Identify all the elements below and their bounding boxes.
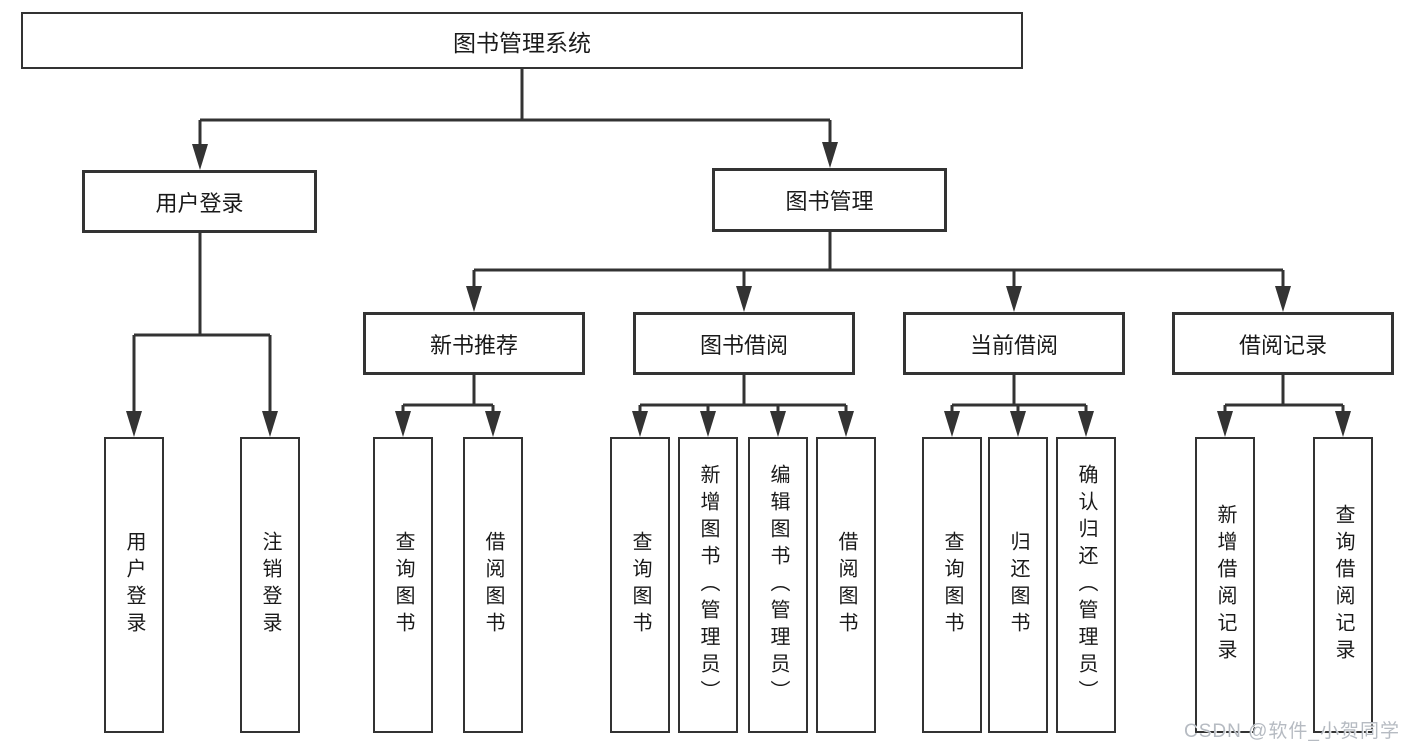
leaf-borrow-books-recommend: 借阅图书: [463, 437, 523, 733]
leaf-query-borrow-record: 查询借阅记录: [1313, 437, 1373, 733]
node-current-borrowing: 当前借阅: [903, 312, 1125, 375]
leaf-label: 借阅图书: [835, 531, 857, 639]
node-new-book-recommendation: 新书推荐: [363, 312, 585, 375]
leaf-label: 归还图书: [1007, 531, 1029, 639]
leaf-confirm-return-admin: 确认归还（管理员）: [1056, 437, 1116, 733]
leaf-user-login: 用户登录: [104, 437, 164, 733]
leaf-borrow-books: 借阅图书: [816, 437, 876, 733]
node-borrowing-records: 借阅记录: [1172, 312, 1394, 375]
leaf-query-books-borrow: 查询图书: [610, 437, 670, 733]
leaf-logout: 注销登录: [240, 437, 300, 733]
node-book-management: 图书管理: [712, 168, 947, 232]
leaf-query-books-recommend: 查询图书: [373, 437, 433, 733]
leaf-label: 用户登录: [123, 531, 145, 639]
leaf-label: 查询图书: [392, 531, 414, 639]
node-label: 当前借阅: [969, 332, 1058, 358]
node-label: 图书借阅: [699, 332, 788, 358]
node-label: 图书管理系统: [453, 29, 591, 56]
leaf-label: 确认归还（管理员）: [1075, 463, 1097, 707]
node-label: 图书管理: [785, 189, 874, 214]
leaf-label: 借阅图书: [482, 531, 504, 639]
leaf-return-book: 归还图书: [988, 437, 1048, 733]
leaf-add-book-admin: 新增图书（管理员）: [678, 437, 738, 733]
leaf-label: 新增借阅记录: [1214, 504, 1236, 666]
leaf-edit-book-admin: 编辑图书（管理员）: [748, 437, 808, 733]
leaf-label: 编辑图书（管理员）: [767, 463, 789, 707]
leaf-label: 注销登录: [259, 531, 281, 639]
leaf-query-books-current: 查询图书: [922, 437, 982, 733]
leaf-label: 查询借阅记录: [1332, 504, 1354, 666]
node-label: 用户登录: [155, 190, 244, 216]
leaf-label: 查询图书: [629, 531, 651, 639]
node-label: 借阅记录: [1238, 332, 1327, 358]
leaf-add-borrow-record: 新增借阅记录: [1195, 437, 1255, 733]
node-book-borrowing: 图书借阅: [633, 312, 855, 375]
node-label: 新书推荐: [429, 332, 518, 358]
node-user-login: 用户登录: [82, 170, 317, 233]
leaf-label: 查询图书: [941, 531, 963, 639]
node-root-system: 图书管理系统: [21, 12, 1023, 69]
leaf-label: 新增图书（管理员）: [697, 463, 719, 707]
